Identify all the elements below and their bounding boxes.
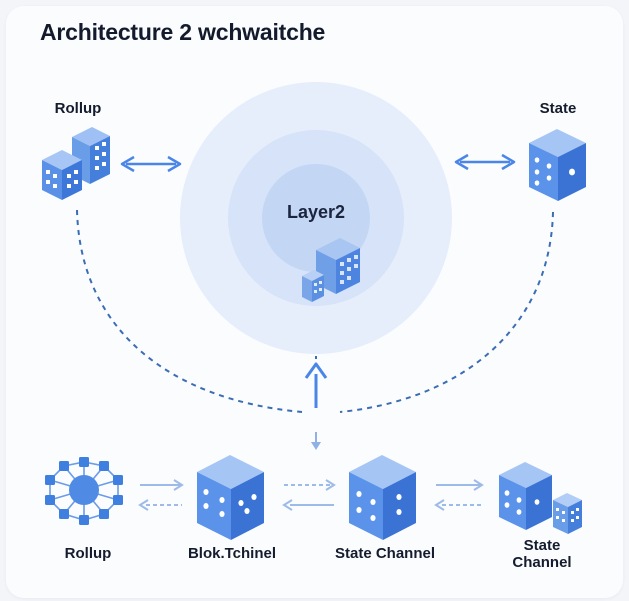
bottom-label-state-channel-2: State Channel (500, 537, 584, 571)
label-line-2: Channel (512, 554, 572, 571)
bottom-cube-pair-icon (499, 462, 582, 534)
bottom-dice-cube-icon-1 (197, 455, 264, 540)
up-arrow (304, 362, 328, 408)
top-left-label: Rollup (54, 100, 102, 117)
layer2-label: Layer2 (286, 202, 346, 222)
page-title: Architecture 2 wchwaitche (40, 19, 326, 45)
top-right-state-cube-icon (529, 129, 586, 201)
label-line-1: State (523, 537, 561, 554)
bottom-dice-cube-icon-2 (349, 455, 416, 540)
dashed-connector-arcs (76, 209, 554, 413)
down-arrow (311, 432, 321, 450)
bottom-label-rollup: Rollup (64, 545, 112, 562)
layer2-building-icon (302, 238, 360, 302)
top-left-rollup-building-icon (42, 127, 110, 200)
network-hub-icon (45, 457, 123, 525)
arrows-state-pair (434, 479, 484, 511)
arrows-blok-state (282, 479, 336, 511)
bottom-label-blok-tchinel: Blok.Tchinel (187, 545, 277, 562)
top-right-label: State (539, 100, 577, 117)
top-right-double-arrow (454, 153, 516, 171)
bottom-label-state-channel: State Channel (334, 545, 436, 562)
arrows-rollup-blok (138, 479, 184, 511)
top-left-double-arrow (120, 155, 182, 173)
